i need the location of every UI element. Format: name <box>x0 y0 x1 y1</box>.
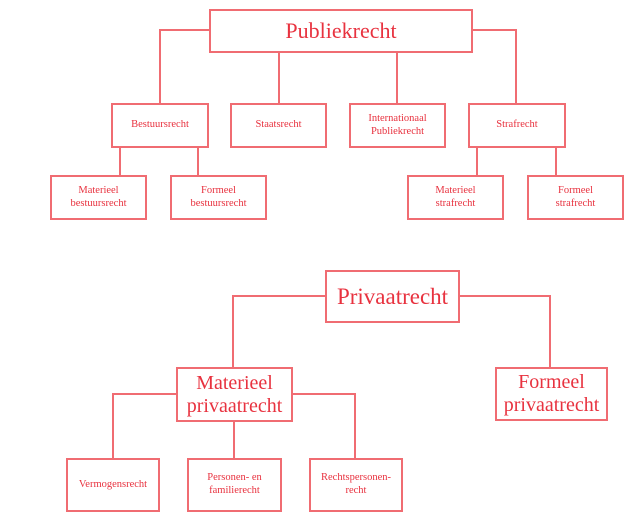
node-label: bestuursrecht <box>70 197 127 209</box>
node-label: privaatrecht <box>503 394 600 416</box>
node-label: Publiekrecht <box>370 125 425 137</box>
node-label: Materieel <box>78 184 119 196</box>
node-label: Vermogensrecht <box>78 478 148 490</box>
node-label: bestuursrecht <box>190 197 247 209</box>
node-label: Rechtspersonen- <box>321 472 391 484</box>
node-label: Materieel <box>435 184 476 196</box>
node-label: Bestuursrecht <box>131 119 189 131</box>
node-label: familierecht <box>209 485 260 496</box>
connector <box>112 393 176 458</box>
node-label: Publiekrecht <box>285 17 397 43</box>
node-label: Formeel <box>558 184 593 196</box>
node-label: Formeel <box>200 184 236 196</box>
node-label: Privaatrecht <box>336 283 449 309</box>
connector <box>459 295 551 368</box>
connector <box>472 29 517 103</box>
node-vermogensrecht: Vermogensrecht <box>66 458 160 512</box>
connector <box>159 29 209 103</box>
connector <box>292 393 356 458</box>
node-label: Materieel <box>196 371 273 394</box>
node-publiekrecht: Publiekrecht <box>209 9 473 53</box>
node-label: Staatsrecht <box>255 119 302 131</box>
node-strafrecht: Strafrecht <box>468 103 566 148</box>
node-label: recht <box>345 485 367 496</box>
node-label: Formeel <box>518 371 585 393</box>
node-label: privaatrecht <box>186 394 283 417</box>
node-label: Strafrecht <box>496 119 538 131</box>
connector <box>232 295 325 368</box>
node-staatsrecht: Staatsrecht <box>230 103 327 148</box>
node-privaatrecht: Privaatrecht <box>325 270 460 323</box>
node-rechtspersonenrecht: Rechtspersonen-recht <box>309 458 403 512</box>
node-label: Personen- en <box>207 472 262 484</box>
node-label: Internationaal <box>368 112 427 124</box>
node-label: strafrecht <box>435 197 476 209</box>
node-label: strafrecht <box>555 197 596 209</box>
node-bestuursrecht: Bestuursrecht <box>111 103 209 148</box>
